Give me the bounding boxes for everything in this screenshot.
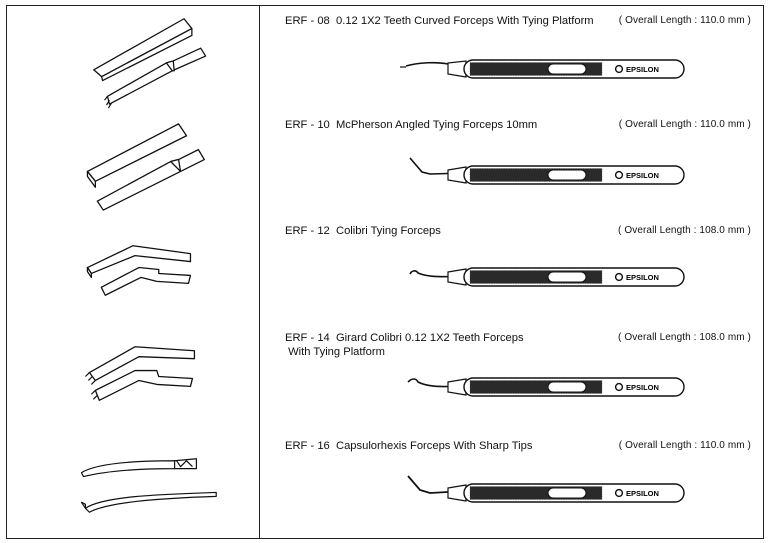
product-row-erf-12: ERF - 12 Colibri Tying Forceps ( Overall… bbox=[6, 216, 764, 324]
epsilon-logo-icon bbox=[614, 170, 624, 180]
curved-teeth-tying-platform-tip-icon bbox=[93, 18, 207, 109]
instrument-illustration: EPSILON bbox=[390, 260, 690, 300]
colibri-tying-tip-icon bbox=[86, 245, 192, 296]
brand-label: EPSILON bbox=[626, 383, 659, 392]
epsilon-logo-icon bbox=[614, 382, 624, 392]
product-row-erf-16: ERF - 16 Capsulorhexis Forceps With Shar… bbox=[6, 431, 764, 539]
product-info-cell: ERF - 14 Girard Colibri 0.12 1X2 Teeth F… bbox=[260, 323, 763, 431]
tip-illustration-cell bbox=[7, 323, 260, 431]
instrument-illustration: EPSILON bbox=[390, 157, 690, 198]
product-info-cell: ERF - 16 Capsulorhexis Forceps With Shar… bbox=[260, 431, 763, 538]
forceps-icon: EPSILON bbox=[409, 157, 685, 185]
product-row-erf-10: ERF - 10 McPherson Angled Tying Forceps … bbox=[6, 110, 764, 217]
product-row-erf-14: ERF - 14 Girard Colibri 0.12 1X2 Teeth F… bbox=[6, 323, 764, 432]
product-title: ERF - 08 0.12 1X2 Teeth Curved Forceps W… bbox=[285, 15, 594, 27]
product-info-cell: ERF - 08 0.12 1X2 Teeth Curved Forceps W… bbox=[260, 6, 763, 110]
brand-label: EPSILON bbox=[626, 489, 659, 498]
brand-label: EPSILON bbox=[626, 171, 659, 180]
product-info-cell: ERF - 12 Colibri Tying Forceps ( Overall… bbox=[260, 216, 763, 323]
product-title: ERF - 16 Capsulorhexis Forceps With Shar… bbox=[285, 440, 533, 452]
brand-label: EPSILON bbox=[626, 273, 659, 282]
overall-length: ( Overall Length : 108.0 mm ) bbox=[618, 332, 751, 343]
product-title: ERF - 10 McPherson Angled Tying Forceps … bbox=[285, 119, 538, 131]
product-info-cell: ERF - 10 McPherson Angled Tying Forceps … bbox=[260, 110, 763, 216]
forceps-icon: EPSILON bbox=[407, 475, 685, 503]
colibri-teeth-tip-icon bbox=[85, 346, 196, 401]
epsilon-logo-icon bbox=[614, 272, 624, 282]
forceps-icon: EPSILON bbox=[400, 59, 685, 79]
overall-length: ( Overall Length : 110.0 mm ) bbox=[618, 119, 751, 130]
sharp-tips-icon bbox=[80, 458, 217, 513]
product-row-erf-08: ERF - 08 0.12 1X2 Teeth Curved Forceps W… bbox=[6, 5, 764, 111]
tip-illustration-cell bbox=[7, 216, 260, 323]
overall-length: ( Overall Length : 110.0 mm ) bbox=[618, 440, 751, 451]
angled-tying-tip-icon bbox=[86, 123, 205, 211]
overall-length: ( Overall Length : 110.0 mm ) bbox=[618, 15, 751, 26]
tip-illustration-cell bbox=[7, 431, 260, 538]
epsilon-logo-icon bbox=[614, 64, 624, 74]
overall-length: ( Overall Length : 108.0 mm ) bbox=[618, 225, 751, 236]
forceps-icon: EPSILON bbox=[407, 377, 685, 397]
tip-illustration-cell bbox=[7, 110, 260, 216]
product-title: ERF - 14 Girard Colibri 0.12 1X2 Teeth F… bbox=[285, 332, 524, 358]
epsilon-logo-icon bbox=[614, 488, 624, 498]
brand-label: EPSILON bbox=[626, 65, 659, 74]
product-title: ERF - 12 Colibri Tying Forceps bbox=[285, 225, 441, 237]
forceps-icon: EPSILON bbox=[409, 267, 685, 287]
instrument-illustration: EPSILON bbox=[390, 370, 690, 410]
instrument-illustration: EPSILON bbox=[390, 475, 690, 516]
instrument-illustration: EPSILON bbox=[390, 52, 690, 92]
tip-illustration-cell bbox=[7, 6, 260, 110]
